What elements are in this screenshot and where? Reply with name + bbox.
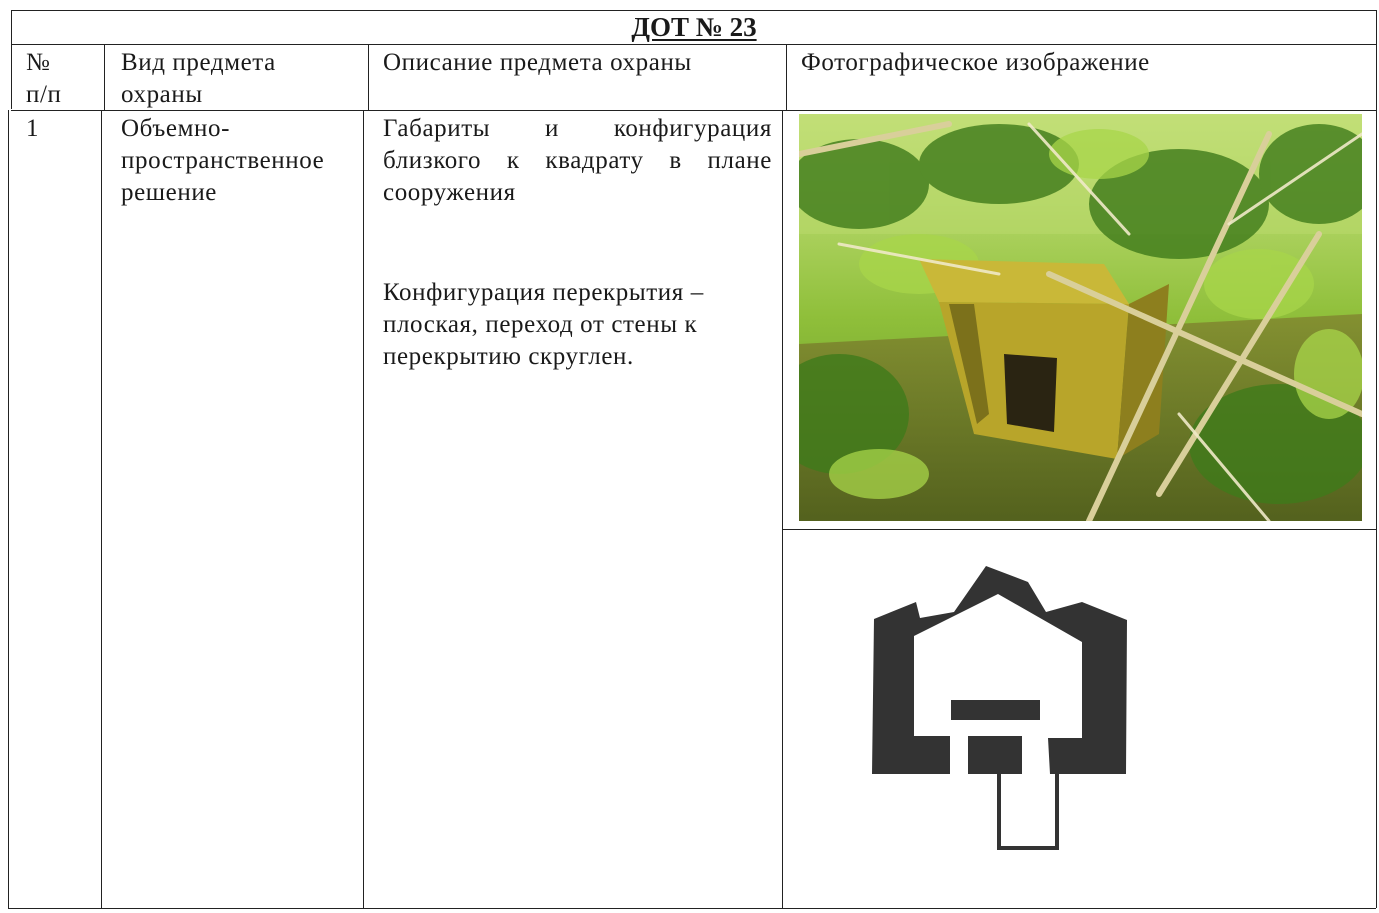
- column-divider-3: [786, 44, 787, 110]
- table-border-right: [1376, 10, 1377, 908]
- header-kind: Вид предмета охраны: [121, 47, 276, 111]
- row-description-1-line-2: близкого к квадрату в плане: [383, 147, 772, 174]
- table-border-left-lower: [8, 110, 9, 908]
- header-photo: Фотографическое изображение: [801, 49, 1150, 76]
- header-kind-line-1: Вид предмета: [121, 49, 276, 76]
- header-number-line-2: п/п: [26, 81, 62, 108]
- bunker-plan-drawing: [872, 566, 1127, 850]
- row-kind-line-2: пространственное: [121, 147, 325, 174]
- row-description-2-line-3: перекрытию скруглен.: [383, 343, 634, 370]
- header-description: Описание предмета охраны: [383, 49, 692, 76]
- row-description-1-line-1: Габариты и конфигурация: [383, 115, 772, 142]
- title-row-divider: [11, 44, 1377, 45]
- plan-inner-bar: [951, 700, 1040, 720]
- column-divider-2-lower: [363, 110, 364, 908]
- row-description-2: Конфигурация перекрытия – плоская, перех…: [383, 277, 772, 373]
- plan-entrance-passage: [997, 774, 1059, 850]
- row-description-2-line-2: плоская, переход от стены к: [383, 311, 698, 338]
- column-divider-1-lower: [101, 110, 102, 908]
- row-description-2-line-1: Конфигурация перекрытия –: [383, 279, 704, 306]
- header-row-divider: [11, 110, 1377, 111]
- row-kind: Объемно- пространственное решение: [121, 113, 324, 209]
- table-border-left: [11, 10, 12, 109]
- header-number: № п/п: [26, 47, 62, 111]
- plan-wall: [872, 566, 1127, 774]
- table-border-bottom: [8, 908, 1376, 909]
- row-description-1-line-3: сооружения: [383, 179, 516, 206]
- row-number: 1: [26, 115, 40, 142]
- photo-plan-divider: [782, 529, 1376, 530]
- column-divider-2: [368, 44, 369, 110]
- row-kind-line-1: Объемно-: [121, 115, 230, 142]
- table-title: ДОТ № 23: [631, 12, 757, 42]
- table-border-top: [11, 10, 1377, 11]
- column-divider-1: [104, 44, 105, 110]
- plan-entrance-block: [968, 736, 1022, 774]
- column-divider-3-lower: [782, 110, 783, 908]
- header-kind-line-2: охраны: [121, 81, 203, 108]
- row-description-1: Габариты и конфигурация близкого к квадр…: [383, 113, 772, 209]
- bunker-photo: [799, 114, 1362, 521]
- row-kind-line-3: решение: [121, 179, 217, 206]
- header-number-line-1: №: [26, 49, 51, 76]
